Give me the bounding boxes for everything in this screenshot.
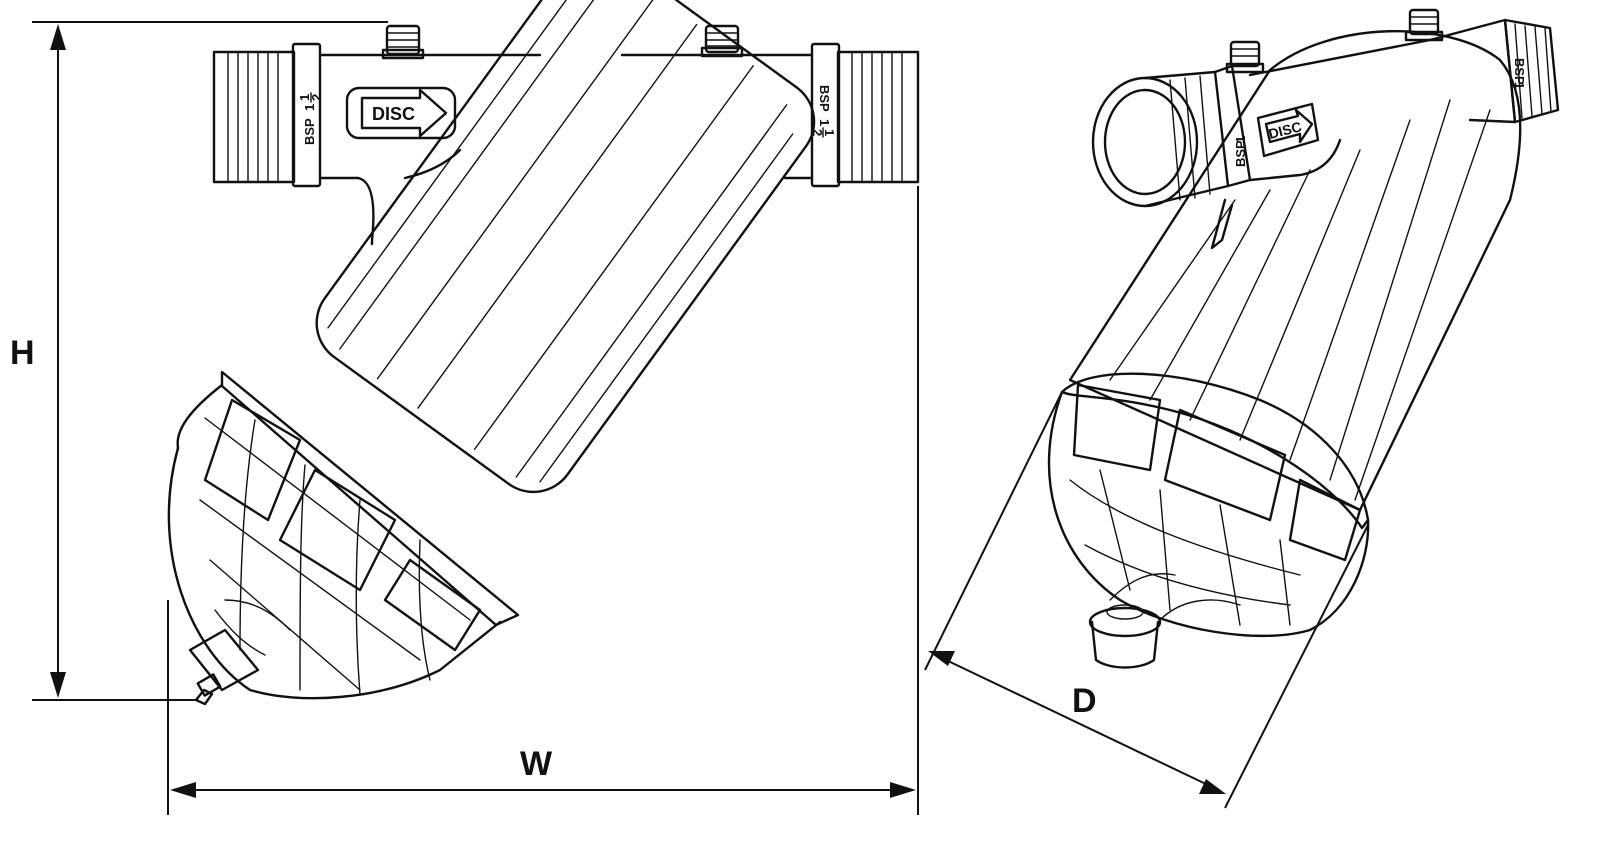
iso-inlet-pipe [1091, 64, 1252, 208]
outlet-bsp-marking: BSP 1 1 2 [810, 85, 837, 138]
filter-side-view: BSP 1 1 2 BSP 1 1 2 DISC [167, 0, 920, 706]
top-pressure-port-left [381, 24, 425, 60]
iso-size-whole-b: 1 [1512, 82, 1527, 89]
width-dimension: W [167, 186, 919, 815]
filter-iso-view: BSP 1 BSP 1 DISC [1047, 8, 1560, 669]
iso-housing [1068, 29, 1522, 512]
outlet-size-den: 2 [810, 129, 825, 136]
outlet-size-whole: 1 [817, 119, 832, 126]
iso-filter-basket [1047, 372, 1370, 638]
iso-bsp-text-b: BSP [1512, 58, 1527, 85]
inlet-bsp-marking: BSP 1 1 2 [297, 92, 324, 145]
outlet-thread [810, 42, 920, 188]
iso-bsp-marking-outlet: BSP 1 [1512, 58, 1527, 89]
inlet-bsp-text: BSP [302, 118, 317, 145]
iso-body [1248, 38, 1432, 182]
disc-flow-badge: DISC [345, 86, 457, 140]
filter-basket [167, 370, 520, 700]
outlet-bsp-text: BSP [817, 85, 832, 112]
inlet-size-whole: 1 [302, 104, 317, 111]
top-pressure-port-right [700, 24, 744, 58]
drain-valve [188, 628, 260, 706]
iso-outlet-thread [1428, 18, 1560, 124]
height-label: H [10, 334, 35, 372]
depth-dimension: D [924, 391, 1369, 809]
width-label: W [520, 745, 553, 783]
inlet-thread [212, 42, 322, 188]
iso-disc-flow-badge: DISC [1256, 102, 1320, 158]
iso-size-whole-a: 1 [1233, 136, 1248, 143]
filter-housing [315, 0, 816, 494]
disc-flow-text: DISC [372, 104, 415, 124]
height-dimension: H [10, 21, 388, 701]
body-pipe [318, 53, 814, 180]
iso-bsp-text-a: BSP [1233, 140, 1248, 167]
iso-bsp-marking-inlet: BSP 1 [1233, 136, 1248, 167]
depth-label: D [1072, 682, 1097, 720]
body-neck [356, 148, 462, 246]
iso-disc-flow-text: DISC [1267, 118, 1303, 142]
iso-drain-valve [1088, 604, 1162, 669]
inlet-size-den: 2 [309, 94, 324, 101]
outlet-size-num: 1 [822, 129, 837, 136]
inlet-size-num: 1 [297, 94, 312, 101]
